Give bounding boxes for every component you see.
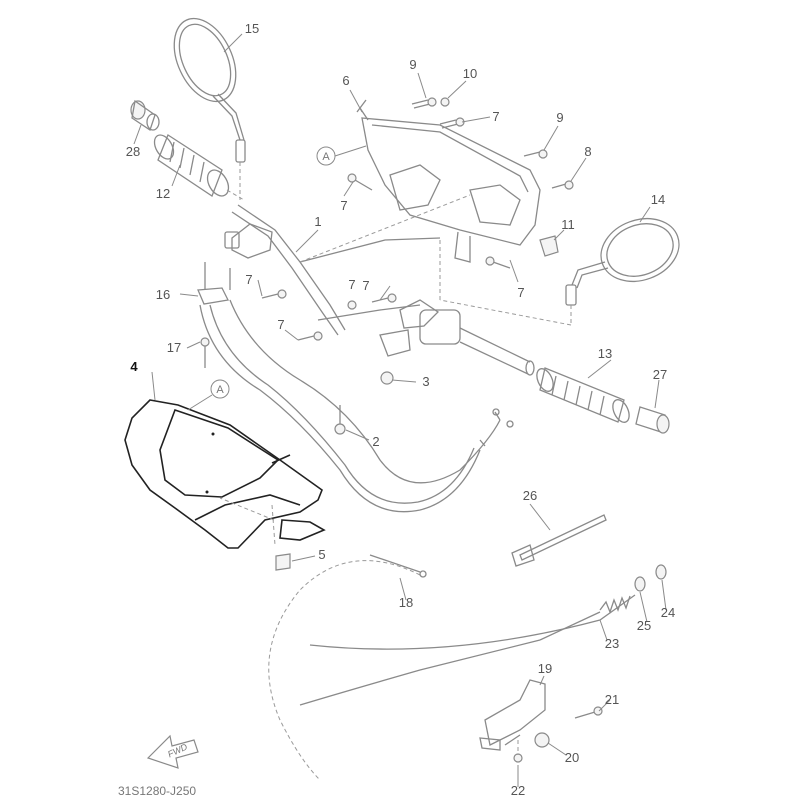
lever-holder-and-cables	[197, 262, 514, 513]
part-label-22: 22	[511, 783, 525, 798]
part-label-11: 11	[561, 217, 575, 232]
part-label-15: 15	[245, 21, 259, 36]
part-label-28: 28	[126, 144, 140, 159]
part-label-7f: 7	[277, 317, 284, 332]
part-label-6: 6	[342, 73, 349, 88]
mirror-left	[173, 17, 246, 200]
spring-assembly	[539, 564, 667, 641]
part-label-17: 17	[167, 340, 181, 355]
front-handlebar-cover	[124, 399, 326, 549]
part-label-12: 12	[156, 186, 170, 201]
part-label-10: 10	[463, 66, 477, 81]
cable-band	[511, 514, 607, 567]
grip-end-left	[130, 99, 160, 132]
part-label-25: 25	[637, 618, 651, 633]
grip-right	[536, 367, 630, 423]
handlebar	[224, 204, 535, 376]
part-label-20: 20	[565, 750, 579, 765]
part-label-18: 18	[399, 595, 413, 610]
bolts	[200, 97, 574, 435]
part-label-7e: 7	[362, 278, 369, 293]
grip-end-right	[635, 406, 670, 434]
ref-mark-a-upper: A	[316, 145, 367, 166]
part-label-9a: 9	[409, 57, 416, 72]
switch-knob	[539, 235, 559, 257]
part-label-7b: 7	[340, 198, 347, 213]
part-label-5: 5	[318, 547, 325, 562]
grip-left	[153, 134, 245, 201]
part-label-7a: 7	[492, 109, 499, 124]
handle-cover-upper	[299, 99, 541, 300]
diagram-code: 31S1280-J250	[118, 784, 196, 798]
part-labels: 15 28 12 1 6 9 10 7 9 8 7 11 14 7 7 7 7 …	[126, 21, 675, 798]
ref-mark-a-lower-text: A	[216, 384, 224, 396]
mirror-right	[439, 218, 680, 326]
part-label-8: 8	[584, 144, 591, 159]
cable-bracket	[479, 679, 603, 763]
part-label-3: 3	[422, 374, 429, 389]
ref-mark-a-upper-text: A	[322, 151, 330, 163]
part-label-16: 16	[156, 287, 170, 302]
part-label-27: 27	[653, 367, 667, 382]
clip	[275, 553, 291, 571]
part-label-2: 2	[372, 434, 379, 449]
part-label-4: 4	[130, 359, 138, 374]
part-label-26: 26	[523, 488, 537, 503]
part-label-7d: 7	[245, 272, 252, 287]
part-label-21: 21	[605, 692, 619, 707]
part-label-9b: 9	[556, 110, 563, 125]
leader-lines	[133, 33, 667, 787]
part-label-7g: 7	[348, 277, 355, 292]
part-label-13: 13	[598, 346, 612, 361]
part-label-19: 19	[538, 661, 552, 676]
ref-mark-a-lower: A	[187, 379, 230, 411]
fwd-arrow-icon: FWD	[146, 734, 199, 769]
part-label-24: 24	[661, 605, 675, 620]
part-label-14: 14	[651, 192, 665, 207]
part-label-1: 1	[314, 214, 321, 229]
part-label-23: 23	[605, 636, 619, 651]
cable-lower	[268, 554, 636, 781]
part-label-7c: 7	[517, 285, 524, 300]
